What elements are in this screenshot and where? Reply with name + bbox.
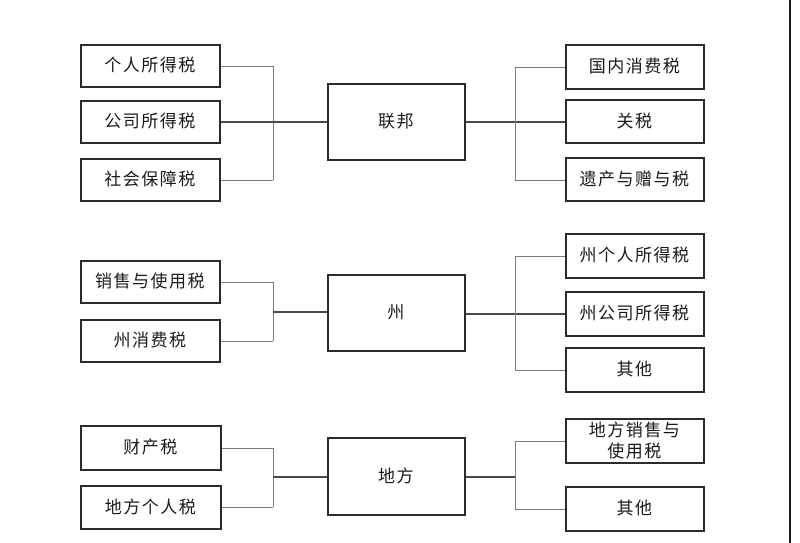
box-label: 其他 [616,360,654,380]
box-local-sales-use-tax: 地方销售与使用税 [565,418,705,464]
box-property-tax: 财产税 [80,425,222,471]
box-label: 关税 [616,111,654,131]
connector-line [515,441,516,509]
box-label: 州公司所得税 [579,304,691,324]
connector-line [515,256,565,257]
connector-line [515,509,565,510]
connector-line [515,180,565,181]
connector-line [221,282,273,283]
box-label: 地方 [378,466,415,486]
box-label: 销售与使用税 [95,272,206,292]
box-social-security-tax: 社会保障税 [80,158,221,202]
box-estate-gift-tax: 遗产与赠与税 [565,157,705,202]
box-state-corporate-income-tax: 州公司所得税 [565,291,705,337]
connector-line [515,67,516,180]
box-label: 其他 [616,499,654,519]
connector-line [515,67,565,68]
box-corporate-income-tax: 公司所得税 [80,100,221,144]
connector-line [222,507,273,508]
connector-line [515,370,565,371]
box-label: 社会保障税 [104,170,197,190]
connector-line [466,476,515,478]
connector-line [221,66,273,67]
connector-line [515,256,516,370]
box-label: 遗产与赠与税 [579,169,691,189]
connector-line [221,121,327,123]
box-local: 地方 [327,437,466,516]
box-sales-use-tax: 销售与使用税 [80,260,221,304]
box-local-other: 其他 [565,486,705,532]
box-label: 国内消费税 [588,57,682,77]
box-label: 地方个人税 [104,497,198,517]
box-label: 地方销售与使用税 [588,420,682,461]
page-edge-line [789,0,791,543]
box-personal-income-tax: 个人所得税 [80,44,221,88]
box-label: 公司所得税 [104,112,197,132]
box-label: 财产税 [123,438,179,458]
box-state-personal-income-tax: 州个人所得税 [565,233,705,279]
box-state: 州 [327,274,466,352]
connector-line [221,341,273,342]
connector-line [273,66,274,180]
connector-line [515,441,565,442]
box-label: 州消费税 [113,331,188,351]
connector-line [273,311,327,313]
connector-line [273,476,327,478]
box-federal: 联邦 [327,83,466,161]
box-label: 个人所得税 [104,56,197,76]
connector-line [221,180,273,181]
box-label: 联邦 [378,112,415,132]
box-customs-duty: 关税 [565,99,705,144]
connector-line [222,448,273,449]
box-domestic-consumption-tax: 国内消费税 [565,44,705,90]
box-local-personal-tax: 地方个人税 [80,485,222,530]
box-label: 州个人所得税 [579,246,691,266]
box-label: 州 [387,303,406,323]
box-state-other: 其他 [565,347,705,393]
box-state-consumption-tax: 州消费税 [80,319,221,363]
